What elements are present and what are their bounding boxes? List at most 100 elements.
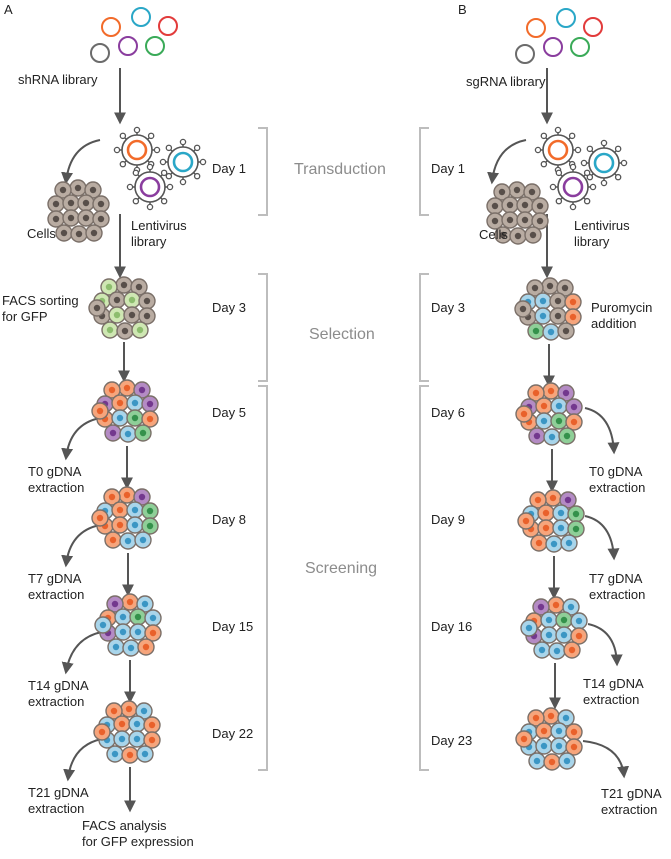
panel-b-virus-teal-spike-tip — [600, 179, 608, 187]
panel-b-curve-t7 — [584, 515, 620, 561]
panel-b-day16-cluster-nucleus — [567, 603, 575, 611]
panel-b-day-4: Day 9 — [431, 512, 465, 527]
panel-a-day22-cluster-nucleus — [126, 751, 134, 759]
panel-b-plasmid-1 — [526, 18, 546, 38]
panel-b-plasmid-3 — [583, 17, 603, 37]
panel-b-day16-cluster-nucleus — [568, 646, 576, 654]
panel-b-puromycin-cluster-nucleus — [531, 284, 539, 292]
panel-a-day15-cluster-nucleus — [134, 628, 142, 636]
panel-a-virus-purple — [126, 163, 174, 211]
panel-a-facs-cluster-nucleus — [105, 283, 113, 291]
panel-a-day15-cluster-nucleus — [111, 600, 119, 608]
panel-b-virus-purple-spike-tip — [555, 169, 563, 177]
panel-b-day6-cluster-nucleus — [547, 387, 555, 395]
panel-b-day6-cluster-nucleus — [540, 417, 548, 425]
panel-a-day15-cluster-nucleus — [119, 628, 127, 636]
panel-b-day23-cluster — [515, 707, 583, 771]
panel-a-day22-cluster — [93, 700, 161, 764]
panel-a-day15-cluster-nucleus — [127, 644, 135, 652]
panel-a-facs-cluster-nucleus — [120, 281, 128, 289]
panel-b-day6-cluster-nucleus — [570, 403, 578, 411]
panel-b-day6-cluster-nucleus — [548, 433, 556, 441]
panel-b-library-label: sgRNA library — [466, 74, 546, 89]
panel-a-virus-teal-spike-tip — [159, 158, 167, 166]
panel-a-virus-purple-spike-tip — [166, 183, 174, 191]
panel-b-day16-cluster-nucleus — [537, 603, 545, 611]
panel-b-virus-purple-spike-tip — [583, 169, 591, 177]
panel-a-day5-cluster-nucleus — [116, 414, 124, 422]
panel-b-virus-orange-spike-tip — [568, 132, 576, 140]
bracket-right-screening — [419, 385, 429, 771]
panel-a-facs-cluster-nucleus — [143, 297, 151, 305]
panel-b-day23-cluster-nucleus — [520, 735, 528, 743]
panel-b-extraction-3: T14 gDNA extraction — [583, 676, 644, 707]
panel-b-cells-cluster-nucleus — [528, 188, 536, 196]
panel-b-cells-label: Cells — [479, 227, 508, 242]
panel-b-virus-purple-genome — [562, 176, 584, 198]
panel-b-day16-cluster-nucleus — [545, 631, 553, 639]
panel-a-cells-cluster-nucleus — [97, 200, 105, 208]
panel-a-day5-cluster-nucleus — [116, 399, 124, 407]
panel-a-day-4: Day 8 — [212, 512, 246, 527]
panel-b-puromycin-cluster-nucleus — [562, 327, 570, 335]
panel-b-virus-teal-spike-tip — [620, 159, 628, 167]
panel-b-virus-teal-spike-tip — [614, 145, 622, 153]
panel-b-virus-orange-spike-tip — [554, 126, 562, 134]
panel-b-day9-cluster-nucleus — [535, 539, 543, 547]
panel-a-letter: A — [4, 2, 13, 17]
panel-b-extraction-4: T21 gDNA extraction — [601, 786, 662, 817]
panel-b-cells-cluster-nucleus — [514, 232, 522, 240]
panel-a-day22-cluster-nucleus — [140, 707, 148, 715]
panel-b-cells-cluster-nucleus — [499, 231, 507, 239]
stage-label-screening: Screening — [305, 560, 378, 577]
panel-a-virus-purple-spike-tip — [132, 169, 140, 177]
panel-b-virus-purple-spike-tip — [569, 203, 577, 211]
panel-b-virus-teal — [580, 139, 628, 187]
panel-a-cells-cluster-nucleus — [97, 215, 105, 223]
panel-b-puromycin-cluster-nucleus — [539, 312, 547, 320]
bracket-left-selection — [258, 273, 268, 382]
panel-a-day15-cluster-nucleus — [149, 629, 157, 637]
panel-b-day23-cluster-nucleus — [555, 727, 563, 735]
panel-a-cells-cluster-nucleus — [89, 186, 97, 194]
panel-b-day9-cluster-nucleus — [542, 509, 550, 517]
panel-b-day23-cluster-nucleus — [563, 757, 571, 765]
panel-a-day22-cluster-nucleus — [133, 735, 141, 743]
panel-a-cells-cluster — [47, 179, 110, 243]
panel-b-day16-cluster-nucleus — [545, 616, 553, 624]
panel-b-virus-label: Lentivirus library — [574, 218, 630, 249]
panel-a-day8-cluster-nucleus — [109, 536, 117, 544]
panel-b-virus-teal-spike-tip — [600, 139, 608, 147]
panel-b-day23-cluster-nucleus — [562, 714, 570, 722]
panel-a-day8-cluster-nucleus — [138, 493, 146, 501]
panel-a-facs-cluster-nucleus — [135, 283, 143, 291]
panel-b-day6-cluster-nucleus — [563, 432, 571, 440]
panel-b-day23-cluster-nucleus — [570, 743, 578, 751]
panel-b-virus-orange-spike-tip — [540, 132, 548, 140]
panel-a-day15-cluster-nucleus — [119, 613, 127, 621]
panel-a-facs-cluster-nucleus — [113, 296, 121, 304]
panel-a-facs-cluster — [88, 276, 156, 340]
panel-a-facs-cluster-nucleus — [113, 311, 121, 319]
panel-b-day6-cluster-nucleus — [570, 418, 578, 426]
panel-a-virus-teal-spike-tip — [179, 138, 187, 146]
panel-b-curve-t21 — [582, 740, 630, 779]
panel-b-day16-cluster-nucleus — [560, 616, 568, 624]
panel-b-day16-cluster — [520, 596, 588, 660]
panel-b-puromycin-cluster-nucleus — [547, 328, 555, 336]
bracket-left-transduction — [258, 127, 268, 216]
panel-a-selection-label: FACS sorting for GFP — [2, 293, 79, 324]
panel-a-curve-t7 — [61, 524, 101, 568]
panel-b-day9-cluster-nucleus — [550, 540, 558, 548]
panel-b-day16-cluster-nucleus — [538, 646, 546, 654]
stage-label-transduction: Transduction — [294, 161, 386, 178]
panel-a-extraction-4: T21 gDNA extraction — [28, 785, 89, 816]
panel-a-facs-cluster-nucleus — [136, 326, 144, 334]
panel-b-day16-cluster-nucleus — [560, 631, 568, 639]
panel-a-plasmid-1 — [101, 17, 121, 37]
panel-a-virus-teal-spike-tip — [199, 158, 207, 166]
panel-a-day8-cluster-nucleus — [146, 507, 154, 515]
panel-a-day-2: Day 3 — [212, 300, 246, 315]
panel-b-day9-cluster-nucleus — [542, 524, 550, 532]
